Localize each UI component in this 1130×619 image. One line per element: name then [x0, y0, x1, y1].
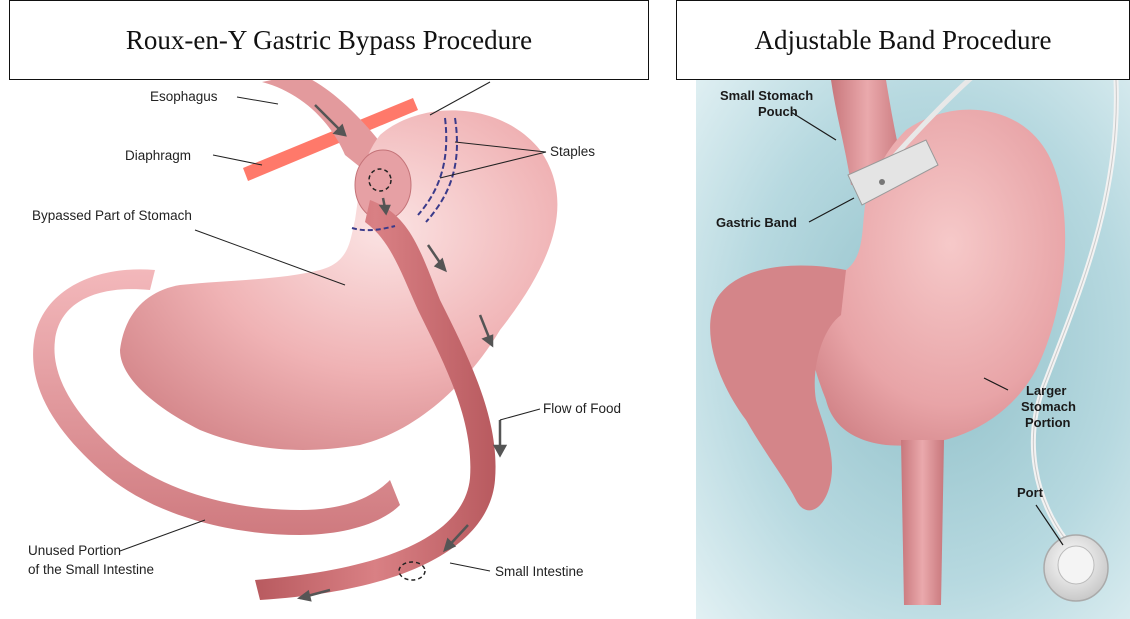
adjustable-band-panel: Small Stomach Pouch Gastric Band Larger …	[676, 0, 1130, 619]
adjustable-band-illustration: Small Stomach Pouch Gastric Band Larger …	[676, 0, 1130, 619]
label-larger-line1: Larger	[1026, 383, 1066, 398]
label-unused-line2: of the Small Intestine	[28, 562, 154, 577]
bypass-title: Roux-en-Y Gastric Bypass Procedure	[9, 0, 649, 80]
band-title: Adjustable Band Procedure	[676, 0, 1130, 80]
label-gastric-band: Gastric Band	[716, 215, 797, 230]
label-unused-line1: Unused Portion	[28, 543, 121, 558]
gastric-bypass-illustration: Esophagus Diaphragm Staples Bypassed Par…	[0, 0, 660, 619]
label-pouch-line1: Small Stomach	[720, 88, 813, 103]
label-small-intestine: Small Intestine	[495, 564, 584, 579]
gastric-bypass-panel: Esophagus Diaphragm Staples Bypassed Par…	[0, 0, 660, 619]
duodenum	[901, 440, 944, 605]
label-flow-of-food: Flow of Food	[543, 401, 621, 416]
label-larger-line2: Stomach	[1021, 399, 1076, 414]
label-esophagus: Esophagus	[150, 89, 218, 104]
label-bypassed-stomach: Bypassed Part of Stomach	[32, 208, 192, 223]
label-larger-line3: Portion	[1025, 415, 1071, 430]
label-diaphragm: Diaphragm	[125, 148, 191, 163]
label-pouch-line2: Pouch	[758, 104, 798, 119]
port-device	[1044, 535, 1108, 601]
label-staples: Staples	[550, 144, 595, 159]
label-port: Port	[1017, 485, 1044, 500]
